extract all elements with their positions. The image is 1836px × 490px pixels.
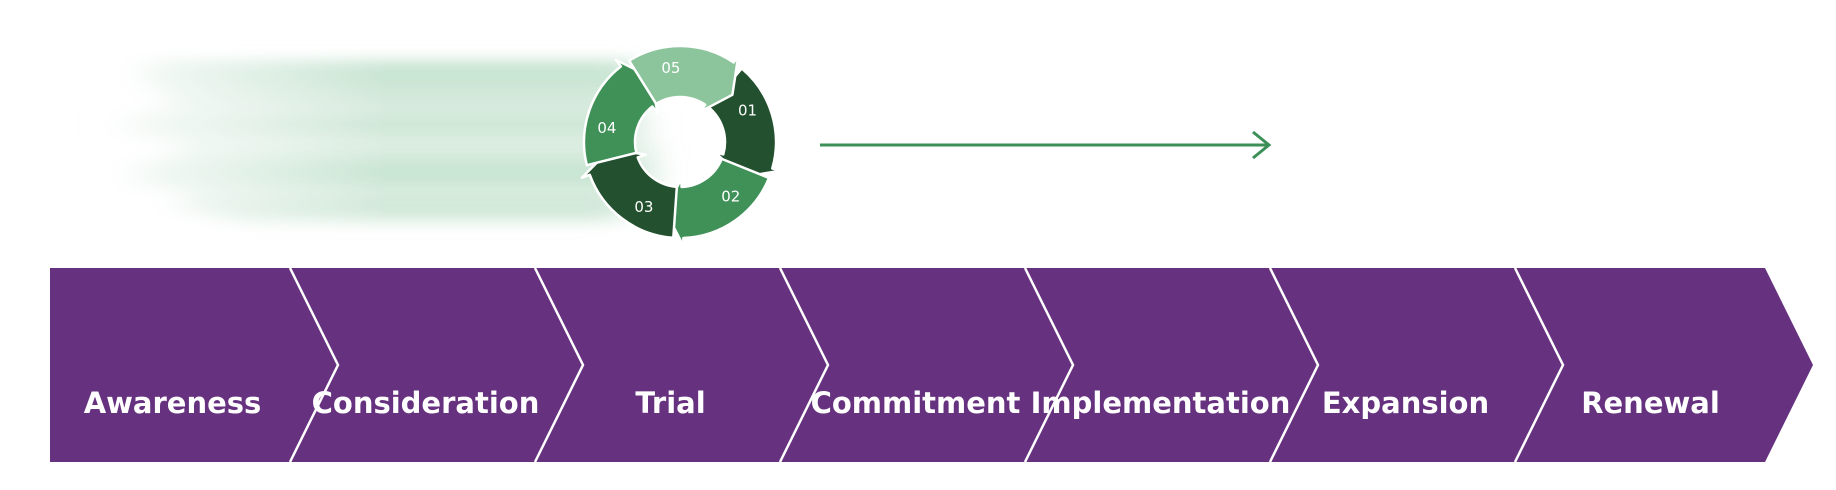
cycle-segment (580, 148, 679, 240)
cycle-segment (582, 58, 659, 167)
cycle-step-label: 05 (661, 59, 680, 77)
stage-band-background (50, 268, 1813, 462)
stage-label-consideration: Consideration (312, 386, 540, 420)
stage-divider (1513, 267, 1565, 463)
cycle-step-label: 04 (597, 119, 616, 137)
journey-stage-band: Awareness Consideration Trial Commitment Imp… (50, 267, 1813, 463)
stage-label-commitment: Commitment (811, 386, 1021, 420)
cycle-step-label: 02 (721, 187, 740, 205)
stage-label-implementation: Implementation (1031, 386, 1291, 420)
stage-divider (778, 267, 830, 463)
cycle-arrows-icon: 01 02 03 04 05 (580, 44, 782, 248)
stage-divider (533, 267, 585, 463)
stage-divider (288, 267, 340, 463)
stage-label-renewal: Renewal (1581, 386, 1720, 420)
stage-divider (1023, 267, 1075, 463)
cycle-segment (664, 157, 771, 248)
cycle-segment (627, 44, 740, 113)
right-arrow-icon (820, 130, 1272, 160)
stage-label-awareness: Awareness (84, 386, 262, 420)
stage-divider (1268, 267, 1320, 463)
stage-label-expansion: Expansion (1322, 386, 1489, 420)
trail-fade (80, 40, 640, 240)
stage-label-trial: Trial (635, 386, 705, 420)
cycle-step-label: 03 (634, 198, 653, 216)
cycle-step-label: 01 (738, 102, 757, 120)
